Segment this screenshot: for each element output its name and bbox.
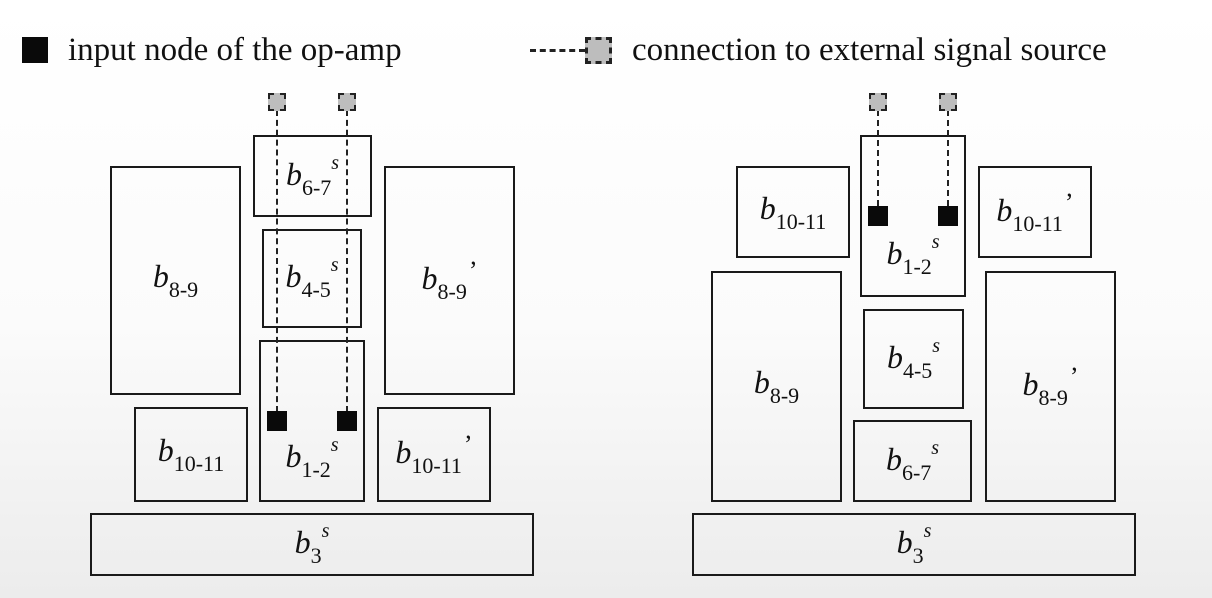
left-block-b10-11: b10-11 <box>134 407 248 502</box>
op-amp-input-node-icon <box>337 411 357 431</box>
external-signal-source-icon <box>939 93 957 111</box>
right-connection-line-1 <box>877 110 879 206</box>
left-connection-line-2 <box>346 110 348 412</box>
left-block-b6-7s: b6-7s <box>253 135 372 217</box>
left-block-b10-11-prime: b10-11’ <box>377 407 491 502</box>
legend-connection: connection to external signal source <box>530 30 1107 70</box>
right-block-b8-9-prime: b8-9’ <box>985 271 1116 502</box>
black-square-icon <box>22 37 48 63</box>
op-amp-input-node-icon <box>868 206 888 226</box>
right-block-b1-2s: b1-2s <box>860 135 966 297</box>
left-block-b4-5s: b4-5s <box>262 229 362 328</box>
right-block-b10-11: b10-11 <box>736 166 850 258</box>
right-block-b8-9: b8-9 <box>711 271 842 502</box>
right-block-b10-11-prime: b10-11’ <box>978 166 1092 258</box>
right-connection-line-2 <box>947 110 949 206</box>
right-block-b4-5s: b4-5s <box>863 309 964 409</box>
external-signal-source-icon <box>869 93 887 111</box>
gray-dashed-square-icon <box>585 36 612 64</box>
left-block-b1-2s: b1-2s <box>259 340 365 502</box>
left-block-b8-9-prime: b8-9’ <box>384 166 515 395</box>
right-block-b6-7s: b6-7s <box>853 420 972 502</box>
legend-input-node: input node of the op-amp <box>22 30 402 70</box>
legend-input-node-label: input node of the op-amp <box>68 31 402 68</box>
left-connection-line-1 <box>276 110 278 412</box>
external-signal-source-icon <box>338 93 356 111</box>
right-block-b3s: b3s <box>692 513 1136 576</box>
legend-connection-label: connection to external signal source <box>632 31 1107 68</box>
op-amp-input-node-icon <box>938 206 958 226</box>
external-signal-source-icon <box>268 93 286 111</box>
left-block-b3s: b3s <box>90 513 534 576</box>
dashed-line-icon <box>530 48 585 52</box>
op-amp-input-node-icon <box>267 411 287 431</box>
left-block-b8-9: b8-9 <box>110 166 241 395</box>
